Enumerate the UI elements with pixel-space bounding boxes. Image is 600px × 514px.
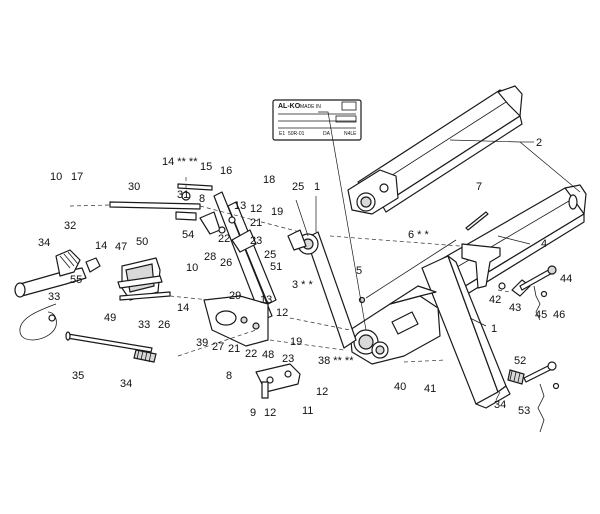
bolts-part bbox=[358, 211, 489, 304]
callout-14-low: 14 bbox=[177, 302, 189, 314]
callout-12-top: 12 bbox=[250, 203, 262, 215]
callout-1-lower: 1 bbox=[491, 323, 497, 335]
callout-8-top: 8 bbox=[199, 193, 205, 205]
callout-11: 11 bbox=[302, 405, 313, 417]
main-drawbar-part bbox=[439, 184, 587, 297]
callout-15: 15 bbox=[200, 161, 212, 173]
breakaway-cable-part bbox=[19, 303, 57, 341]
plate-e-code: N4LE bbox=[344, 131, 357, 137]
callout-4: 4 bbox=[541, 238, 547, 250]
callout-16: 16 bbox=[220, 165, 232, 177]
callout-12-low: 12 bbox=[264, 407, 276, 419]
callout-43: 46 bbox=[553, 309, 565, 321]
callout-48: 51 bbox=[270, 261, 282, 273]
callout-10-mid: 10 bbox=[186, 262, 198, 274]
callout-31: 34 bbox=[38, 237, 50, 249]
coupling-head-part bbox=[349, 285, 441, 365]
callout-22-top: 22 bbox=[218, 233, 230, 245]
callout-27: 30 bbox=[128, 181, 140, 193]
callout-25-c: 27 bbox=[212, 341, 224, 353]
callout-44: 47 bbox=[115, 241, 127, 253]
callout-36: 39 bbox=[196, 337, 208, 349]
damper-hardware-part bbox=[498, 265, 557, 321]
callout-20: 25 bbox=[292, 181, 304, 193]
leader-lines bbox=[295, 111, 581, 401]
callout-9: 9 bbox=[250, 407, 256, 419]
callout-13-top: 13 bbox=[234, 200, 246, 212]
callout-19-low: 19 bbox=[290, 336, 302, 348]
callout-25-top: 26 bbox=[220, 257, 232, 269]
lever-bracket-part bbox=[203, 295, 269, 347]
callout-12-mid: 12 bbox=[276, 307, 288, 319]
callout-34-right: 34 bbox=[494, 399, 506, 411]
callout-25-low: 26 bbox=[158, 319, 170, 331]
callout-22-low: 22 bbox=[245, 348, 257, 360]
callout-46: 49 bbox=[104, 312, 116, 324]
callout-26-top: 28 bbox=[204, 251, 216, 263]
callout-45: 48 bbox=[262, 349, 274, 361]
plate-line1-text: MADE IN bbox=[300, 104, 321, 110]
upper-drawbar-part bbox=[347, 85, 523, 215]
callout-35: 38 ** ** bbox=[318, 355, 354, 367]
lower-bracket-part bbox=[255, 363, 301, 399]
hand-lever-part bbox=[199, 191, 277, 321]
callout-19-top: 19 bbox=[271, 206, 283, 218]
callout-8-low: 8 bbox=[226, 370, 232, 382]
callout-42: 45 bbox=[535, 309, 547, 321]
plate-code-mark: E1 bbox=[279, 131, 285, 137]
plate-brand-text: AL-KO bbox=[278, 103, 301, 110]
callout-13-mid: 13 bbox=[260, 294, 272, 306]
callout-50: 53 bbox=[518, 405, 530, 417]
callout-33: 35 bbox=[72, 370, 84, 382]
callout-17: 17 bbox=[71, 171, 83, 183]
assembly-lines bbox=[69, 176, 511, 363]
callout-26-mid: 29 bbox=[229, 290, 241, 302]
callout-labels: 2 1 25 7 6 * * 4 5 1 44 42 43 45 46 52 4… bbox=[38, 137, 572, 419]
coupling-handle-part bbox=[14, 249, 101, 298]
callout-34-left: 34 bbox=[120, 378, 132, 390]
callout-29: 32 bbox=[64, 220, 76, 232]
brake-rod-part bbox=[287, 229, 357, 349]
callout-51: 54 bbox=[182, 229, 194, 241]
type-plate: AL-KO MADE IN E1 50R-01 DA N4LE bbox=[272, 99, 362, 141]
callout-3: 2 bbox=[536, 137, 542, 149]
callout-39: 42 bbox=[489, 294, 501, 306]
plate-code-text: 50R-01 bbox=[288, 131, 305, 137]
pin-hardware-part bbox=[507, 361, 560, 433]
callout-14-mid: 14 bbox=[95, 240, 107, 252]
callout-12-right: 12 bbox=[316, 386, 328, 398]
callout-30: 33 bbox=[138, 319, 150, 331]
spindle-part bbox=[109, 183, 213, 221]
callout-10-top: 10 bbox=[50, 171, 62, 183]
plate-da-text: DA bbox=[323, 131, 331, 137]
callout-32: 33 bbox=[48, 291, 60, 303]
callout-52: 55 bbox=[70, 274, 82, 286]
callout-7: 7 bbox=[476, 181, 482, 193]
callout-38: 41 bbox=[424, 383, 436, 395]
callout-37: 40 bbox=[394, 381, 406, 393]
handbrake-bracket-part bbox=[117, 257, 171, 301]
callout-21-top: 21 bbox=[250, 217, 262, 229]
pin-part bbox=[65, 331, 157, 363]
callout-6: 6 * * bbox=[408, 229, 430, 241]
callout-5: 5 bbox=[356, 265, 362, 277]
callout-49: 52 bbox=[514, 355, 526, 367]
callout-47: 50 bbox=[136, 236, 148, 248]
support-leg-part bbox=[421, 255, 511, 409]
callout-1-upper: 1 bbox=[314, 181, 320, 193]
callout-24: 25 bbox=[264, 249, 276, 261]
callout-14-top: 14 ** ** bbox=[162, 156, 198, 168]
callout-41: 44 bbox=[560, 273, 572, 285]
callout-21-low: 21 bbox=[228, 343, 240, 355]
callout-40: 43 bbox=[509, 302, 521, 314]
callout-23-low: 23 bbox=[282, 353, 294, 365]
callout-28: 31 bbox=[177, 189, 189, 201]
callout-18: 18 bbox=[263, 174, 275, 186]
callout-2: 3 * * bbox=[292, 279, 314, 291]
callout-23-top: 23 bbox=[250, 235, 262, 247]
